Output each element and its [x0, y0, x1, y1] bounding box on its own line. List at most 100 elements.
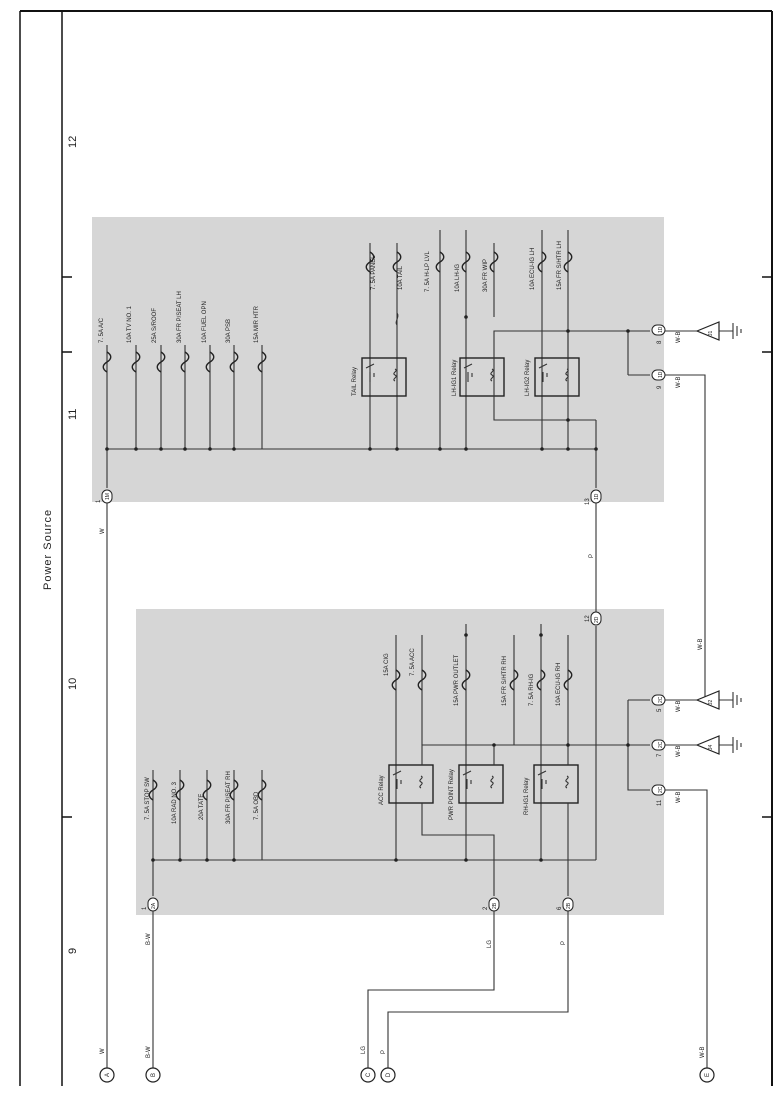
grid-number-10: 10 [67, 678, 79, 690]
relay-label: LH-IG1 Relay [452, 360, 458, 396]
relay-box [458, 764, 504, 804]
lower-relays: ACC Relay PWR POINT Relay RH-IG1 Relay [379, 764, 579, 820]
fuse-symbol [257, 779, 267, 801]
connector-2c-5: 2C 5 [651, 694, 666, 712]
ground-j4: J4 [695, 735, 742, 755]
page-frame [19, 10, 773, 1086]
svg-text:B: B [151, 1073, 157, 1077]
fuse-label: 10A ECU-IG LH [530, 248, 536, 290]
connector-pin: 6 [557, 906, 563, 910]
fuse-symbol [102, 351, 112, 373]
tail-fuse-tab [395, 312, 399, 326]
wire-color-label: W-B [676, 331, 682, 343]
fuse-symbol [180, 351, 190, 373]
connector-2c-7: 2C 7 [651, 739, 666, 757]
ground-symbols: J1 J2 J4 [695, 321, 742, 755]
terminal-a: A [99, 1067, 115, 1083]
svg-text:J2: J2 [708, 700, 714, 706]
fuse-label: 10A LH-IG [455, 264, 461, 292]
terminal-c: C [360, 1067, 376, 1083]
svg-text:2C: 2C [658, 786, 664, 793]
fuse-label: 15A CIG [384, 653, 390, 676]
lower-left-fuses: 7. 5A STOP SW 10A RAD NO. 3 20A TATE 30A… [145, 771, 267, 824]
connector-pin: 13 [585, 498, 591, 505]
fuse-label: 25A S/ROOF [152, 308, 158, 343]
svg-text:2A: 2A [151, 902, 157, 909]
fuse-label: 10A RAD NO. 3 [172, 781, 178, 824]
upper-left-fuses: 7. 5A A/C 10A TV NO. 1 25A S/ROOF 30A FR… [99, 291, 267, 373]
terminal-markers: A B C D E [99, 1067, 715, 1083]
fuse-symbol [391, 669, 401, 691]
connector-2a: 2A 1 [142, 897, 159, 912]
fuse-symbol [175, 779, 185, 801]
fuse-label: 7. 5A OBD [254, 791, 260, 820]
connector-pin: 5 [657, 708, 663, 712]
terminal-d: D [380, 1067, 396, 1083]
fuse-symbol [461, 251, 471, 273]
fuse-label: 7. 5A ACC [410, 648, 416, 676]
fuse-label: 10A FUEL OPN [202, 301, 208, 343]
wire-color-label: W-B [676, 376, 682, 388]
connector-pin: 1 [142, 906, 148, 910]
svg-text:2B: 2B [566, 902, 572, 909]
svg-text:D: D [386, 1072, 392, 1077]
connector-pin: 8 [657, 340, 663, 344]
lower-right-fuses: 15A CIG 7. 5A ACC 15A PWR OUTLET 15A FR … [384, 648, 573, 706]
terminal-e: E [699, 1067, 715, 1083]
svg-text:2C: 2C [658, 741, 664, 748]
relay-box [533, 764, 579, 804]
relay-label: LH-IG2 Relay [525, 360, 531, 396]
svg-text:2C: 2C [658, 696, 664, 703]
fuse-symbol [156, 351, 166, 373]
fuse-symbol [563, 669, 573, 691]
relay-box [388, 764, 434, 804]
grid-number-12: 12 [67, 136, 79, 148]
svg-text:C: C [366, 1072, 372, 1077]
wire-color-label: P [381, 1050, 387, 1054]
fuse-symbol [489, 251, 499, 273]
fuse-label: 15A MIR HTR [254, 305, 260, 343]
svg-text:2D: 2D [594, 616, 600, 623]
relay-box [459, 357, 505, 397]
grid-number-11: 11 [67, 409, 79, 420]
svg-text:1M: 1M [105, 493, 111, 500]
fuse-label: 30A FR WIP [483, 259, 489, 292]
wire-color-label: LG [361, 1046, 367, 1054]
fuse-label: 15A PWR OUTLET [454, 654, 460, 706]
external-wiring [106, 330, 708, 1068]
relay-box [534, 357, 580, 397]
fuse-symbol [563, 251, 573, 273]
fuse-symbol [509, 669, 519, 691]
upper-relays: TAIL Relay LH-IG1 Relay LH-IG2 Relay [352, 357, 580, 397]
fuse-label: 7. 5A RH-IG [529, 673, 535, 706]
fuse-symbol [435, 251, 445, 273]
connector-pin: 2 [483, 906, 489, 910]
fuse-label: 20A TATE [199, 794, 205, 820]
upper-right-fuses: 7. 5A PANEL 10A TAIL 7. 5A H-LP LVL 10A … [365, 241, 573, 292]
wire-color-label: B-W [146, 933, 152, 945]
grid-number-9: 9 [67, 948, 79, 954]
wire-color-label: W [100, 1048, 106, 1054]
svg-text:J4: J4 [708, 745, 714, 751]
wire-color-label: P [561, 941, 567, 945]
lower-block-panel [136, 609, 664, 915]
fuse-label: 7. 5A A/C [99, 317, 105, 343]
fuse-label: 10A TAIL [398, 265, 404, 290]
fuse-symbol [257, 351, 267, 373]
fuse-symbol [131, 351, 141, 373]
wire-color-label: W [100, 528, 106, 534]
wire-color-label: W-B [676, 700, 682, 712]
svg-text:2B: 2B [492, 902, 498, 909]
fuse-symbol [537, 251, 547, 273]
svg-text:1D: 1D [594, 493, 600, 500]
page-title: Power Source [42, 509, 54, 590]
wire-color-labels: W B-W LG P P W-B W-B W-B W-B W-B W-B W B… [100, 331, 706, 1058]
wire-color-label: W-B [698, 638, 704, 650]
fuse-label: 7. 5A PANEL [371, 255, 377, 290]
relay-label: ACC Relay [379, 775, 385, 805]
fuse-symbol [229, 779, 239, 801]
fuse-symbol [392, 251, 402, 273]
svg-text:A: A [105, 1073, 111, 1077]
fuse-label: 30A FR P/SEAT RH [226, 771, 232, 824]
wire-color-label: W-B [676, 791, 682, 803]
